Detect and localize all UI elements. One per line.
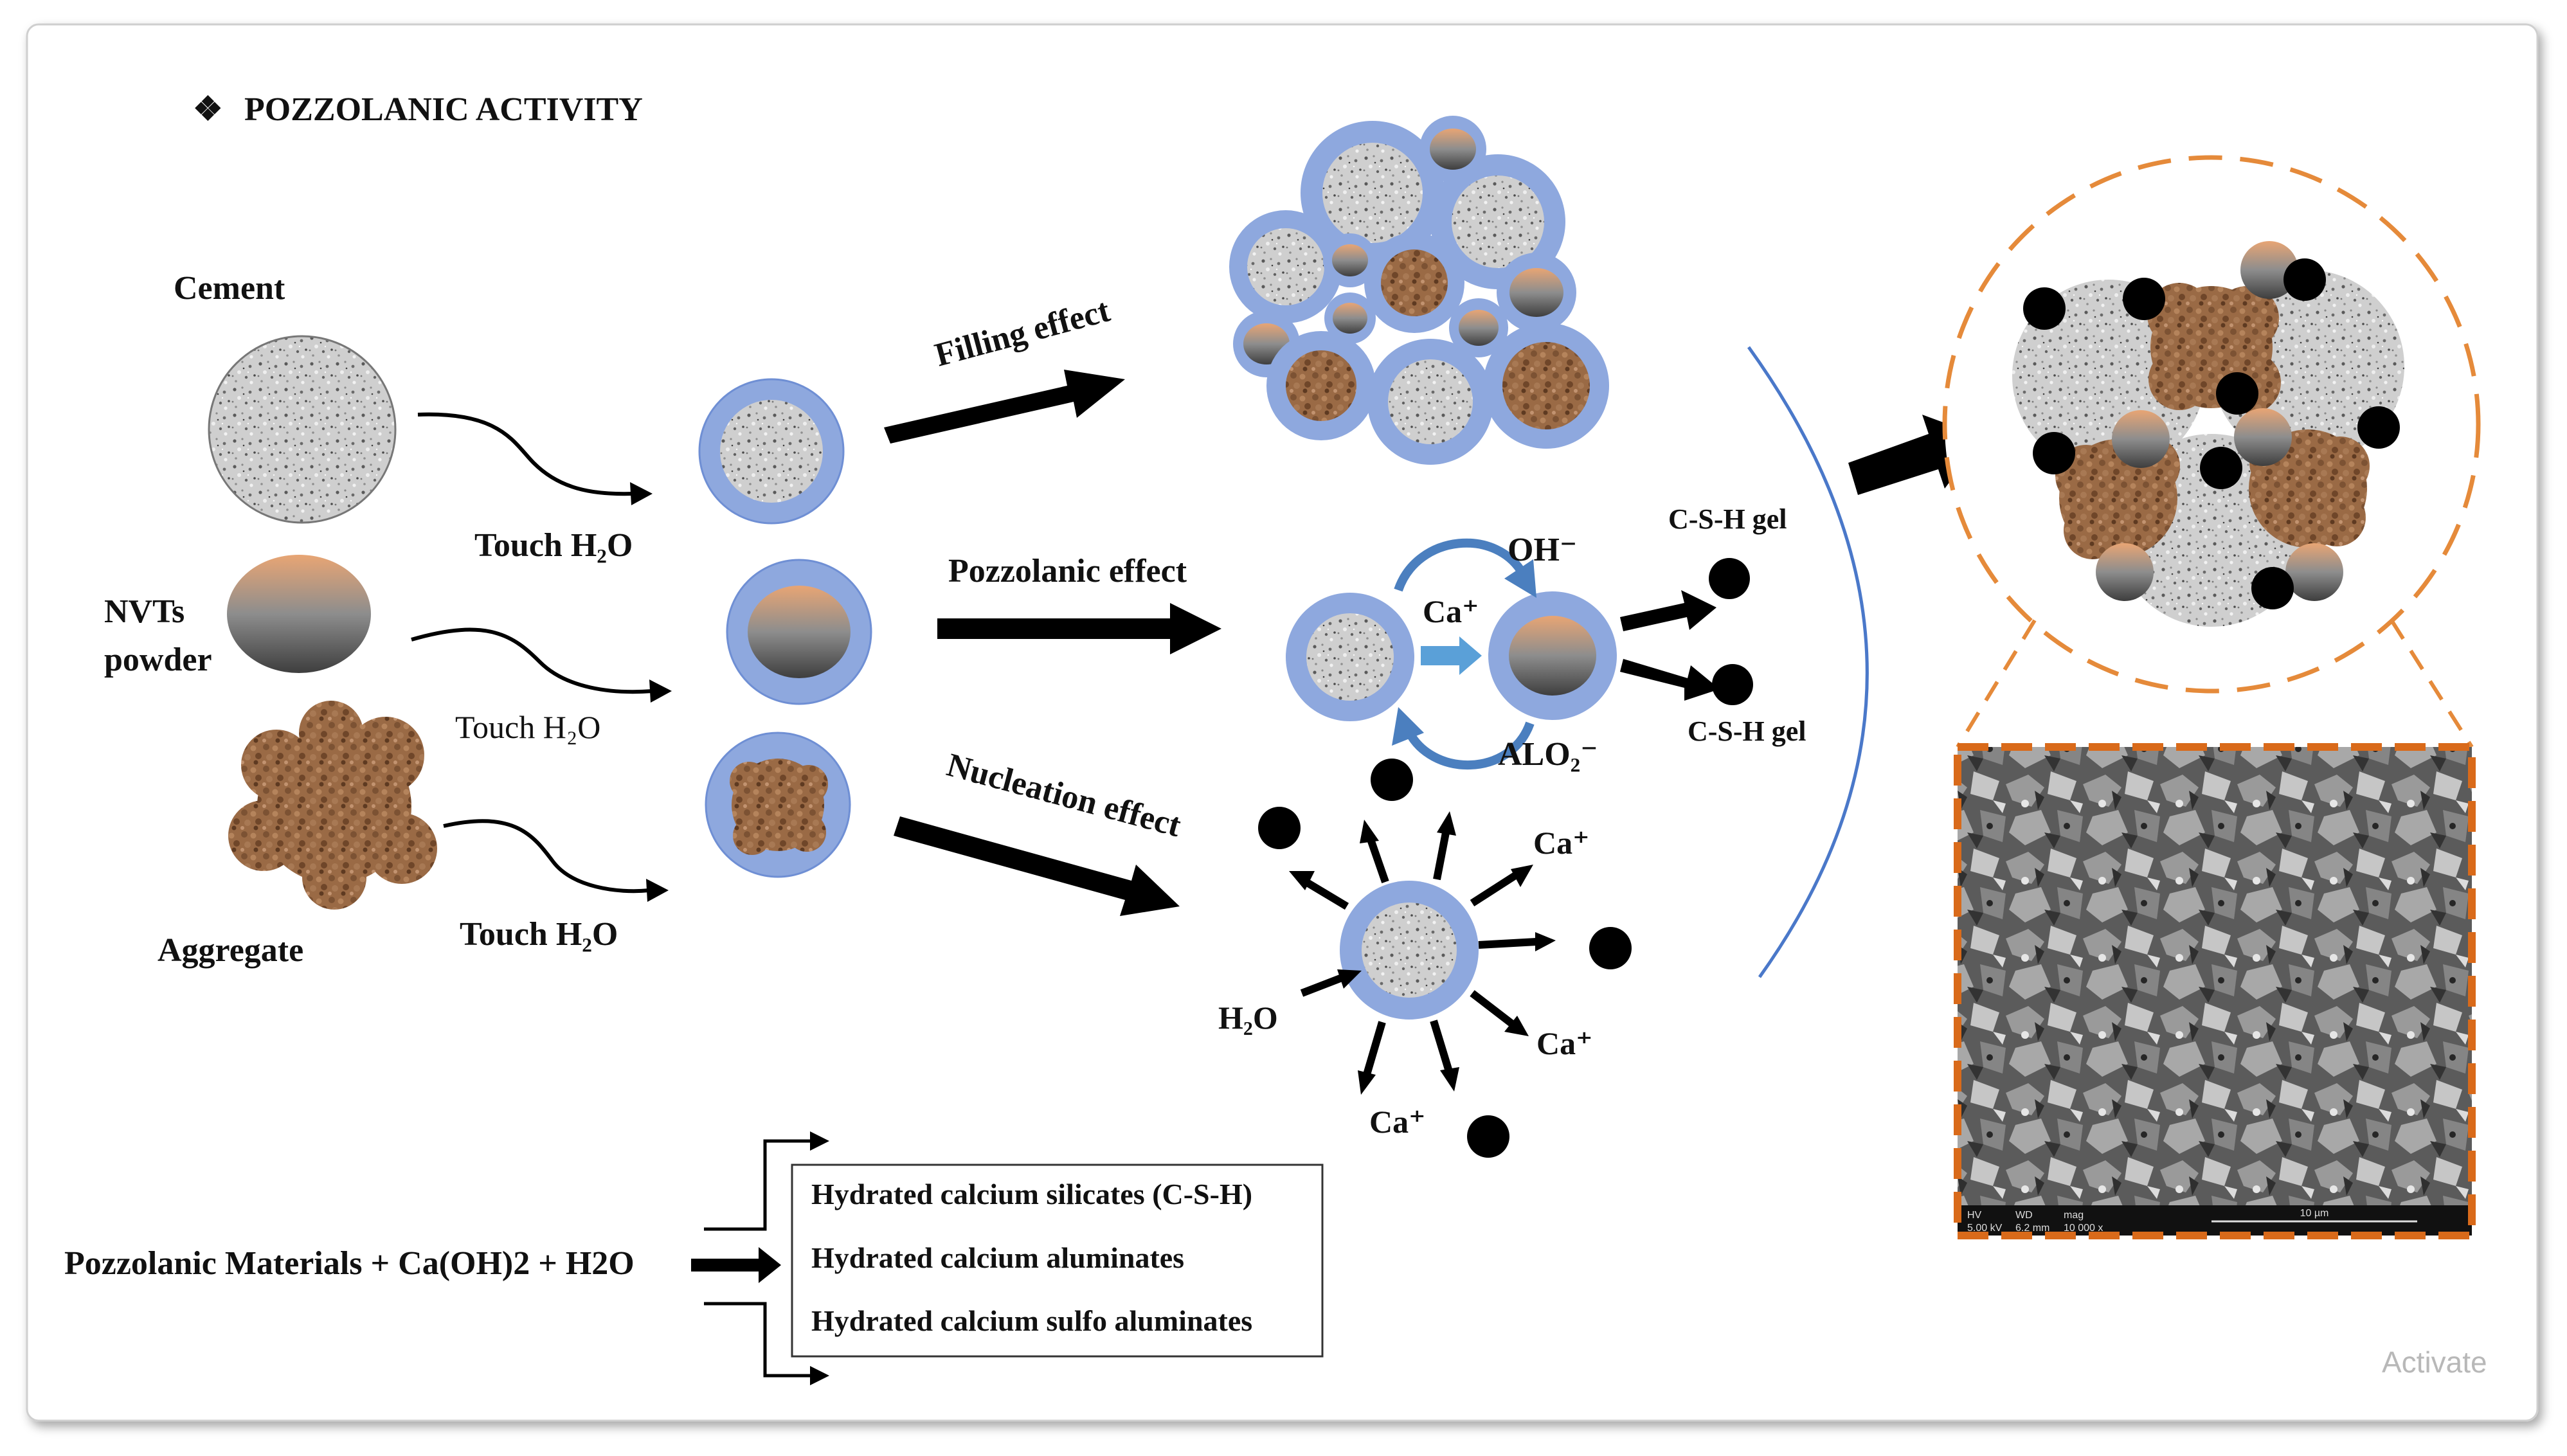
cement-label: Cement	[174, 270, 285, 307]
touch-h2o-aggregate: Touch H₂O	[460, 916, 618, 953]
product-csh: Hydrated calcium silicates (C-S-H)	[811, 1178, 1252, 1210]
sem-dashed-frame	[1954, 743, 2476, 1239]
nucleation-arrow	[894, 816, 1180, 916]
reaction-bracket-heads	[810, 1131, 829, 1385]
filling-cluster	[1229, 116, 1609, 465]
csh-arrow-bottom	[1620, 659, 1720, 701]
product-aluminates: Hydrated calcium aluminates	[811, 1241, 1184, 1274]
touch-arrow-aggregate	[443, 819, 650, 894]
sem-wd-value: 6.2 mm	[2015, 1223, 2049, 1234]
composite-microstructure	[1942, 155, 2481, 694]
nucleation-particle-3	[1589, 927, 1632, 969]
sem-hv-label: HV	[1967, 1210, 1982, 1221]
page-title: POZZOLANIC ACTIVITY	[244, 91, 643, 128]
nucleation-particle-4	[1467, 1115, 1509, 1158]
touch-arrows	[411, 412, 653, 894]
pozzolanic-effect-label: Pozzolanic effect	[948, 553, 1187, 589]
csh-gel-particle-bottom	[1712, 664, 1753, 705]
reaction-arrow	[691, 1247, 781, 1283]
figure-frame	[26, 23, 2539, 1422]
nvts-label-line1: NVTs	[104, 593, 185, 630]
zoom-connector-right	[2390, 619, 2474, 748]
touch-arrow-cement	[417, 412, 634, 496]
filling-arrow	[884, 370, 1125, 444]
sem-mag-label: mag	[2064, 1210, 2084, 1221]
reaction-bracket	[704, 1139, 816, 1378]
coated-nvts	[726, 559, 872, 705]
nvts-particle	[227, 555, 371, 673]
touch-h2o-cement: Touch H₂O	[474, 527, 633, 564]
coated-aggregate	[705, 732, 851, 878]
oh-curved-arrow	[1394, 538, 1528, 592]
touch-h2o-nvts: Touch H₂O	[455, 709, 600, 745]
grouping-arc	[1747, 346, 1869, 978]
zoom-connector-left	[1956, 619, 2037, 748]
nucleation-h2o-label: H₂O	[1218, 1000, 1278, 1036]
aggregate-label: Aggregate	[158, 932, 303, 969]
nucleation-ca-label-2: Ca⁺	[1536, 1025, 1593, 1061]
ca-transfer-arrow	[1421, 636, 1482, 675]
touch-arrow-nvts	[411, 627, 653, 694]
touch-arrowheads	[630, 482, 672, 902]
oh-ion-label: OH⁻	[1508, 532, 1577, 568]
products-box	[791, 1164, 1324, 1358]
coated-cement	[698, 378, 845, 525]
sem-micrograph: HV WD mag 5.00 kV 6.2 mm 10 000 x 10 µm	[1954, 743, 2476, 1239]
nucleation-site	[1258, 759, 1632, 1158]
activate-watermark: Activate	[2382, 1345, 2487, 1379]
sem-scale-label: 10 µm	[2300, 1208, 2329, 1219]
sem-wd-label: WD	[2015, 1210, 2033, 1221]
csh-gel-label-top: C-S-H gel	[1668, 503, 1787, 535]
cement-particle	[208, 335, 397, 524]
pozzolanic-reaction	[1286, 538, 1753, 769]
alo-ion-label: ALO₂⁻	[1498, 736, 1598, 773]
nucleation-ca-label-3: Ca⁺	[1369, 1104, 1426, 1140]
effect-arrows	[884, 370, 1221, 916]
csh-arrow-top	[1620, 590, 1716, 631]
product-sulfo-aluminates: Hydrated calcium sulfo aluminates	[811, 1304, 1252, 1337]
sem-info-text: HV WD mag 5.00 kV 6.2 mm 10 000 x 10 µm	[1967, 1208, 2417, 1234]
pozzolanic-arrow	[937, 603, 1221, 654]
nucleation-particle-1	[1258, 807, 1301, 849]
ca-ion-label: Ca⁺	[1423, 593, 1479, 629]
nucleation-particle-2	[1371, 759, 1413, 801]
nvts-label-line2: powder	[104, 642, 212, 678]
nucleation-rays	[1289, 811, 1556, 1095]
nucleation-ca-label-1: Ca⁺	[1533, 825, 1590, 861]
sem-mag-value: 10 000 x	[2064, 1223, 2103, 1234]
sem-hv-value: 5.00 kV	[1967, 1223, 2003, 1234]
alo-curved-arrow	[1403, 721, 1535, 769]
csh-gel-label-bottom: C-S-H gel	[1688, 715, 1806, 747]
reaction-reactants: Pozzolanic Materials + Ca(OH)2 + H2O	[64, 1245, 635, 1282]
aggregate-particle	[228, 701, 437, 910]
csh-gel-particle-top	[1709, 558, 1750, 599]
title-bullet: ❖	[193, 91, 223, 128]
